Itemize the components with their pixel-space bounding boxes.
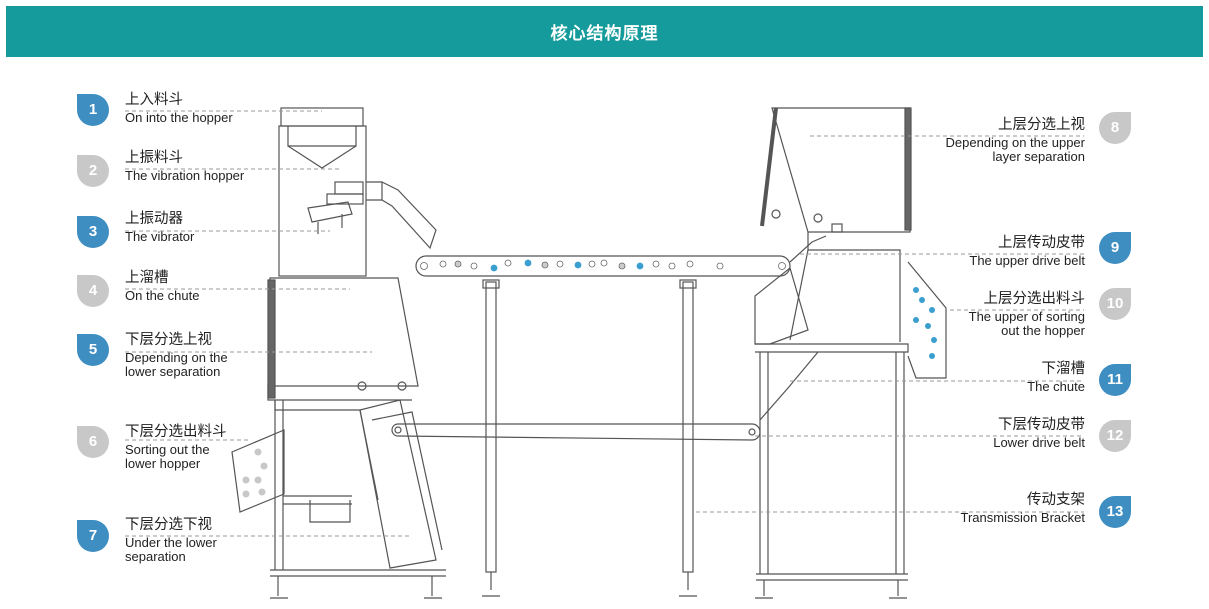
callout-2: 上振料斗 The vibration hopper [125,150,355,183]
callout-en: The upper drive belt [969,253,1085,268]
callout-zh: 下溜槽 [1041,361,1086,377]
callout-12: 下层传动皮带 Lower drive belt [855,417,1085,450]
callout-en: On the chute [125,288,200,303]
callout-zh: 上层传动皮带 [998,235,1085,251]
upper-outlet-frame [754,266,809,345]
callout-3: 上振动器 The vibrator [125,211,355,244]
header-banner: 核心结构原理 [6,6,1203,57]
badge-number: 3 [88,223,98,240]
callout-4: 上溜槽 On the chute [125,270,355,303]
callout-en: The chute [1027,379,1085,394]
callout-en: The vibrator [125,229,195,244]
upper-outlet-hopper-shape [907,261,947,379]
badge-number: 8 [1110,119,1120,136]
callout-zh: 下层传动皮带 [998,417,1085,433]
lower-outlet-hopper-shape [231,429,285,513]
page-title: 核心结构原理 [550,24,659,43]
callout-zh: 上振料斗 [125,150,183,166]
lower-chute-shape [359,399,437,569]
callout-6: 下层分选出料斗 Sorting out the lower hopper [125,424,355,471]
upper-body-shape [278,125,367,277]
callout-zh: 传动支架 [1027,492,1085,508]
badge-number: 4 [88,282,98,299]
callout-8: 上层分选上视 Depending on the upper layer sepa… [855,117,1085,164]
callout-13: 传动支架 Transmission Bracket [855,492,1086,525]
leader-lines [125,110,1084,537]
badge-number: 5 [88,341,98,358]
callout-en: Depending on the upper layer separation [945,135,1085,164]
callout-badge-8: 8 [1097,110,1133,146]
callout-zh: 下层分选上视 [125,332,212,348]
transmission-brackets [482,279,697,597]
callout-badge-9: 9 [1097,230,1133,266]
callout-10: 上层分选出料斗 The upper of sorting out the hop… [855,291,1085,338]
callout-badge-6: 6 [75,424,111,460]
callout-badge-10: 10 [1097,286,1133,322]
right-machine [754,107,947,599]
callout-badge-3: 3 [75,214,111,250]
callout-en: Under the lower separation [125,535,217,564]
vibrator-shape [307,201,353,223]
badge-number: 13 [1106,503,1124,520]
lower-belt [391,423,761,441]
callout-1: 上入料斗 On into the hopper [125,92,355,125]
callout-zh: 上溜槽 [125,270,169,286]
callout-badge-7: 7 [75,518,111,554]
callout-zh: 上层分选出料斗 [983,291,1086,307]
callout-zh: 上入料斗 [125,92,183,108]
callout-zh: 下层分选出料斗 [125,424,227,440]
callout-badge-4: 4 [75,273,111,309]
callout-badge-2: 2 [75,153,111,189]
badge-number: 2 [88,162,98,179]
badge-number: 11 [1107,371,1123,388]
badge-number: 10 [1106,295,1124,312]
callout-badge-12: 12 [1097,418,1133,454]
callout-badge-11: 11 [1097,362,1133,398]
callout-en: Sorting out the lower hopper [125,442,210,471]
callout-11: 下溜槽 The chute [855,361,1085,394]
left-machine [231,107,446,599]
callout-badge-1: 1 [75,92,111,128]
callout-en: The upper of sorting out the hopper [968,309,1085,338]
callout-zh: 上层分选上视 [998,117,1085,133]
upper-belt-dots [420,259,786,272]
badge-number: 9 [1110,239,1120,256]
callout-en: The vibration hopper [125,168,245,183]
callout-7: 下层分选下视 Under the lower separation [125,517,355,564]
lower-outlet-dots [242,448,268,498]
callout-9: 上层传动皮带 The upper drive belt [855,235,1085,268]
callout-zh: 上振动器 [125,211,183,227]
callout-en: On into the hopper [125,110,233,125]
callout-5: 下层分选上视 Depending on the lower separation [125,332,355,379]
badge-number: 12 [1106,427,1124,444]
upper-view-housing [771,107,911,233]
badge-number: 1 [88,101,98,118]
upper-outlet-dots [913,287,937,359]
callout-en: Depending on the lower separation [125,350,228,379]
callout-en: Transmission Bracket [960,510,1086,525]
callout-zh: 下层分选下视 [125,517,212,533]
callout-badge-5: 5 [75,332,111,368]
badge-number: 6 [88,433,98,450]
callout-en: Lower drive belt [993,435,1085,450]
badge-number: 7 [88,527,98,544]
callout-badge-13: 13 [1097,494,1133,530]
